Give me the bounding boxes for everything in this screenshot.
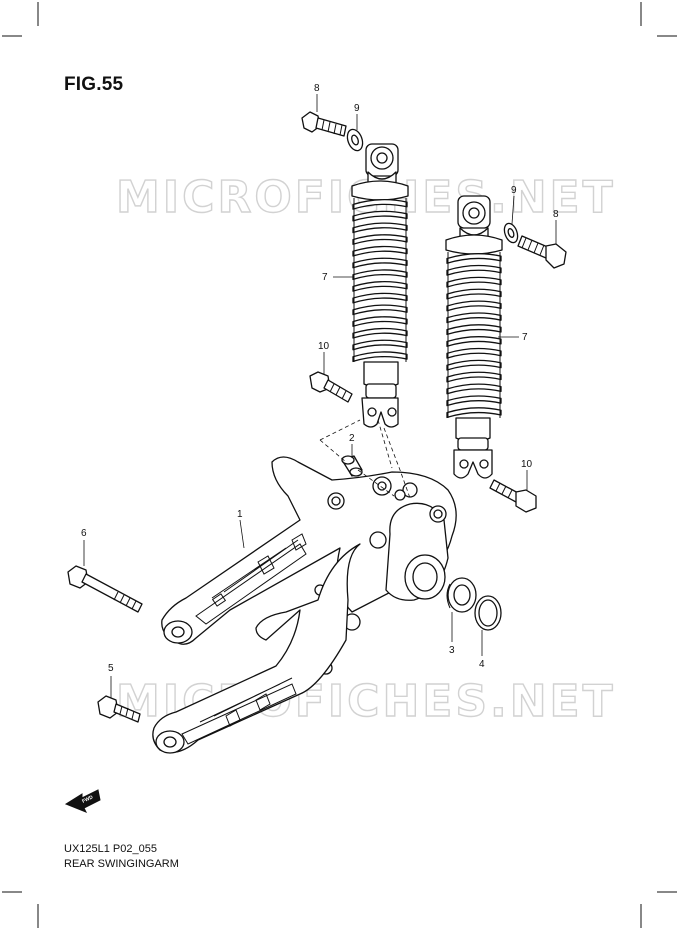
spring-coil	[446, 288, 502, 300]
callout-1: 1	[237, 509, 243, 520]
bolt-5	[97, 695, 141, 723]
callout-7-left: 7	[322, 272, 328, 283]
spring-coil	[446, 264, 502, 276]
spring-coil	[446, 300, 502, 312]
callout-numbers: 8 9 9 8 7 7 10 2 10 1 6 3 4 5	[81, 83, 559, 674]
spring-coil	[446, 276, 502, 288]
section-name: REAR SWINGINGARM	[64, 858, 179, 870]
spring-coil	[446, 395, 502, 407]
callout-7-right: 7	[522, 332, 528, 343]
bolt-8-right	[517, 235, 567, 269]
fwd-arrow-icon: FWD	[64, 789, 101, 813]
leader-lines	[83, 94, 557, 698]
callout-8-right: 8	[553, 209, 559, 220]
callout-9-left: 9	[354, 103, 360, 114]
model-code: UX125L1 P02_055	[64, 843, 157, 855]
assembly-lines	[319, 419, 411, 499]
spring-coil	[352, 199, 408, 210]
spring-coil	[352, 304, 408, 316]
spring-coil	[352, 281, 408, 292]
spring-coil	[352, 316, 408, 327]
spring-coil	[446, 347, 502, 359]
callout-4: 4	[479, 659, 485, 670]
bearing-3	[446, 577, 477, 613]
callout-10-left: 10	[318, 341, 330, 352]
callout-3: 3	[449, 645, 455, 656]
bolt-6	[67, 565, 143, 613]
washer-9-right	[503, 222, 519, 244]
callout-2: 2	[349, 433, 355, 444]
bolt-8-left	[301, 111, 347, 137]
bolt-10-left	[309, 371, 353, 403]
spring-coil	[352, 245, 408, 257]
spring-coil	[446, 383, 502, 395]
spring-coil	[446, 324, 502, 336]
spring-coil	[352, 222, 408, 234]
washer-9-left	[346, 128, 364, 152]
spring-coil	[446, 371, 502, 383]
bolt-10-right	[489, 479, 537, 513]
figure-title: FIG.55	[64, 74, 124, 95]
callout-8-left: 8	[314, 83, 320, 94]
spring-coil	[352, 210, 408, 222]
spring-coil	[446, 407, 502, 419]
callout-10-right: 10	[521, 459, 533, 470]
spring-coil	[352, 327, 408, 339]
spring-coil	[352, 339, 408, 351]
spring-coil	[352, 351, 408, 363]
callout-6: 6	[81, 528, 87, 539]
oil-seal-4	[474, 595, 502, 631]
callout-9-right: 9	[511, 185, 517, 196]
spring-coil	[446, 253, 502, 264]
spring-coil	[352, 234, 408, 245]
callout-5: 5	[108, 663, 114, 674]
swinging-arm-1	[152, 456, 457, 754]
collar-2	[341, 455, 363, 477]
shock-absorber-left	[351, 143, 409, 428]
spring-coil	[446, 312, 502, 324]
spring-coil	[446, 336, 502, 347]
shock-absorber-right	[445, 195, 503, 479]
spring-coil	[352, 269, 408, 281]
spring-coil	[352, 257, 408, 269]
fwd-label: FWD	[81, 794, 94, 805]
spring-coil	[352, 292, 408, 304]
spring-coil	[446, 359, 502, 371]
